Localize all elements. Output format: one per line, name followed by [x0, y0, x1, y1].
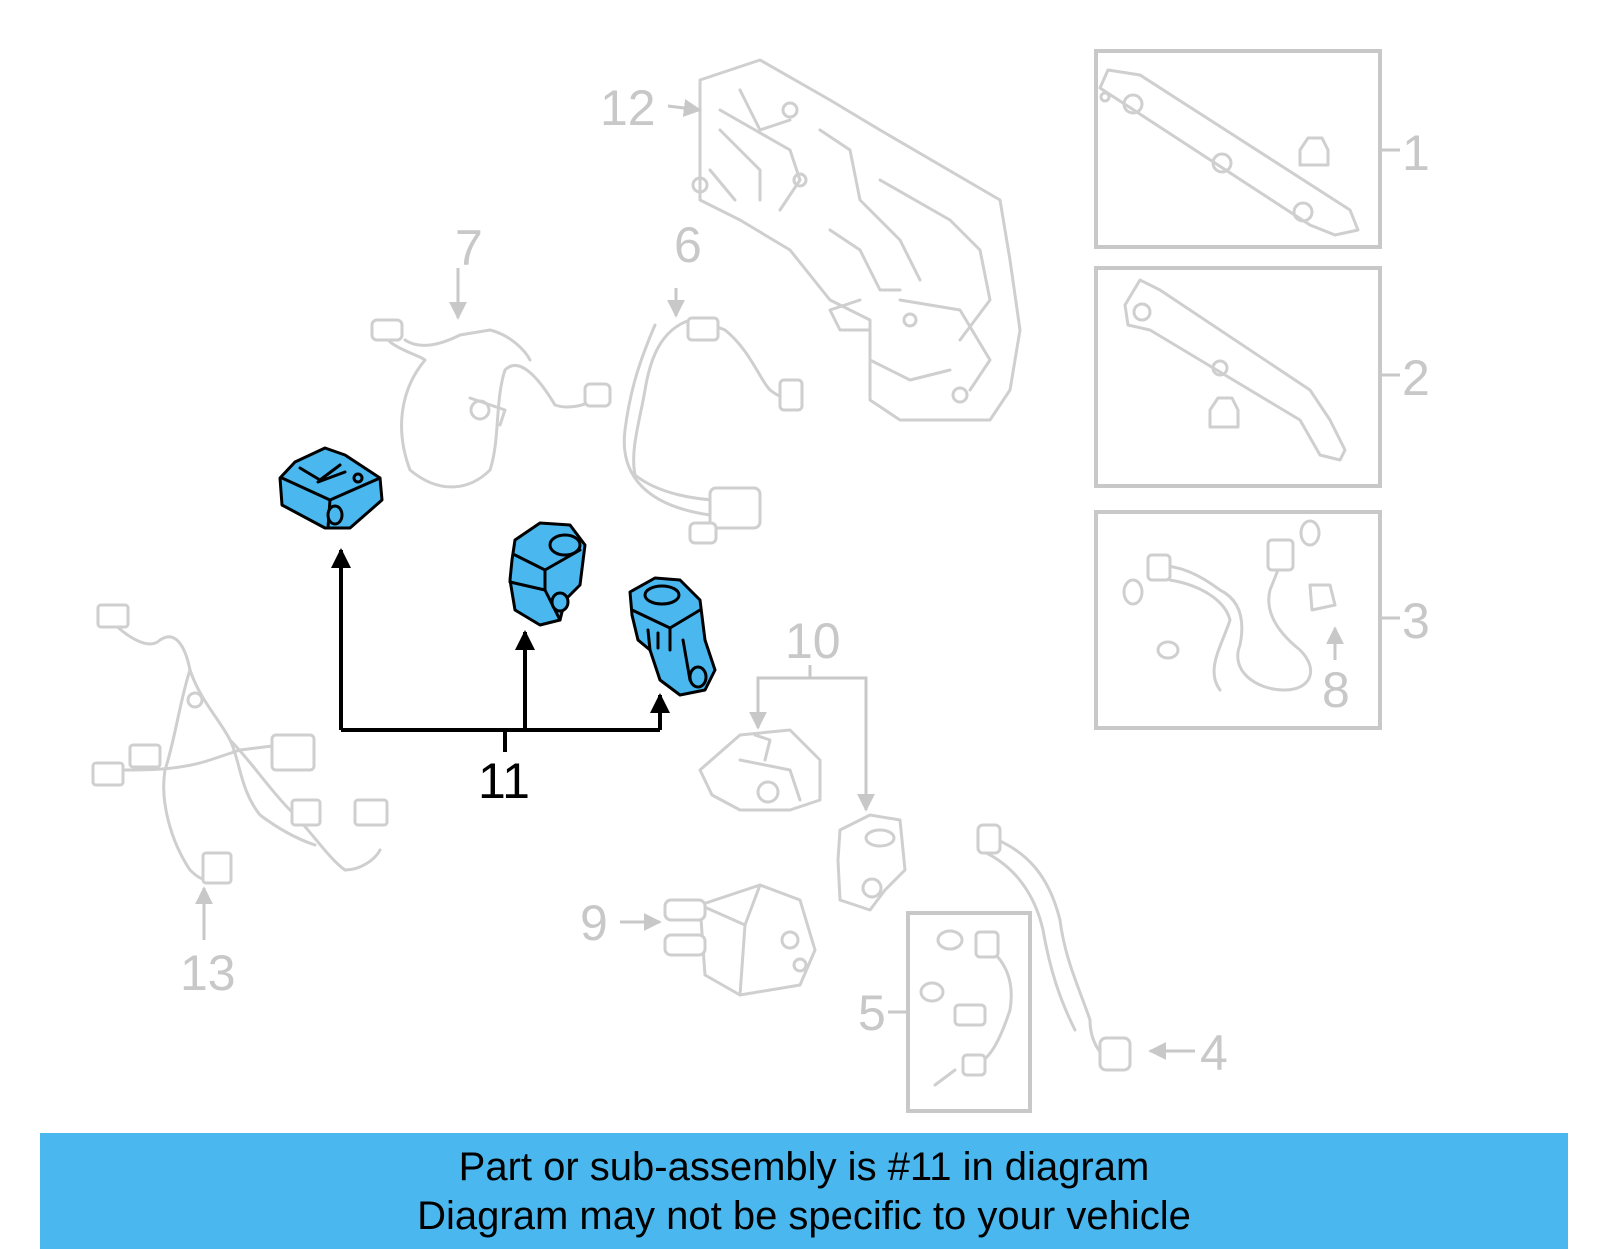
callout-1: 1 [1402, 125, 1430, 181]
part-1-box [1094, 49, 1382, 249]
part-11-sensor-middle[interactable] [508, 521, 587, 627]
info-banner: Part or sub-assembly is #11 in diagram D… [40, 1133, 1568, 1249]
callout-11-leaders [331, 548, 670, 752]
part-6-pipe [622, 316, 804, 545]
part-9-valve [663, 883, 817, 997]
part-7-hose [370, 318, 612, 489]
callout-9: 9 [580, 895, 608, 951]
callout-13: 13 [180, 945, 236, 1001]
callout-12: 12 [600, 80, 656, 136]
callout-8: 8 [1322, 662, 1350, 718]
part-3-box [1094, 510, 1382, 730]
part-11-sensor-left[interactable] [278, 446, 384, 530]
part-2-box [1094, 266, 1382, 488]
callout-5: 5 [858, 985, 886, 1041]
part-11-sensor-right[interactable] [628, 576, 717, 697]
part-4-pipe [976, 823, 1132, 1072]
callout-7: 7 [455, 220, 483, 276]
banner-line-disclaimer: Diagram may not be specific to your vehi… [417, 1194, 1191, 1238]
callout-3: 3 [1402, 593, 1430, 649]
callout-11: 11 [478, 753, 530, 809]
callout-6: 6 [674, 217, 702, 273]
part-5-box [906, 911, 1032, 1113]
part-13-harness [91, 603, 389, 885]
part-12-bracket [691, 58, 1022, 422]
banner-line-part: Part or sub-assembly is #11 in diagram [458, 1145, 1150, 1189]
part-10-sensors [698, 728, 907, 912]
callout-10: 10 [785, 613, 841, 669]
callout-2: 2 [1402, 350, 1430, 406]
callout-4: 4 [1200, 1025, 1228, 1081]
